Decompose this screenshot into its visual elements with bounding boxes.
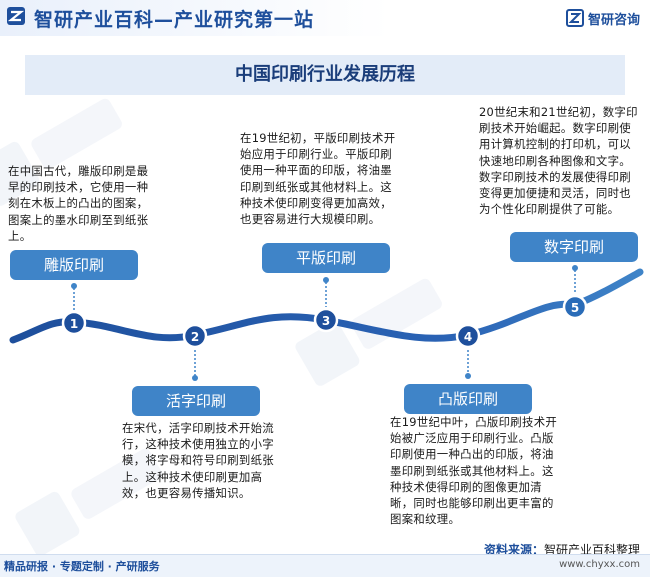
stage-label-1: 雕版印刷 (10, 250, 138, 280)
brand-icon (565, 9, 584, 27)
stage-description-3: 在19世纪初，平版印刷技术开始应用于印刷行业。平版印刷使用一种平面的印版，将油墨… (240, 131, 396, 227)
footer-services: 精品研报 · 专题定制 · 产研服务 (4, 560, 160, 573)
diagram-title: 中国印刷行业发展历程 (235, 64, 415, 85)
stage-description-5: 20世纪末和21世纪初，数字印刷技术开始崛起。数字印刷使用计算机控制的打印机，可… (479, 105, 638, 217)
stage-node-4: 4 (455, 323, 481, 349)
connector-5 (572, 265, 578, 293)
stage-number: 2 (191, 330, 199, 344)
footer-bar: 精品研报 · 专题定制 · 产研服务 www.chyxx.com (0, 554, 650, 577)
stage-node-5: 5 (562, 294, 588, 320)
logo-icon (7, 7, 25, 25)
stage-description-1: 在中国古代，雕版印刷是最早的印刷技术，它使用一种刻在木板上的凸出的图案，图案上的… (8, 164, 149, 243)
connector-4 (465, 350, 471, 379)
site-title: 智研产业百科—产业研究第一站 (34, 9, 315, 31)
connector-2 (192, 350, 198, 381)
stage-description-4: 在19世纪中叶，凸版印刷技术开始被广泛应用于印刷行业。凸版印刷使用一种凸出的印版… (390, 415, 558, 527)
connector-3 (323, 277, 329, 307)
stage-number: 4 (464, 330, 472, 344)
source-note: 资料来源：智研产业百科整理 (484, 541, 640, 558)
stage-number: 5 (571, 301, 579, 315)
stage-description-2: 在宋代，活字印刷技术开始流行，这种技术使用独立的小字模，将字母和符号印刷到纸张上… (122, 421, 274, 500)
stage-number: 3 (322, 314, 330, 328)
stage-label-3: 平版印刷 (262, 243, 390, 273)
brand-logo: 智研咨询 (565, 8, 640, 28)
connector-1 (71, 283, 77, 310)
header-bar: 智研产业百科—产业研究第一站 智研咨询 (0, 0, 650, 36)
brand-name: 智研咨询 (587, 12, 640, 28)
stage-number: 1 (70, 317, 78, 331)
footer-website-link[interactable]: www.chyxx.com (559, 559, 640, 570)
stage-label-5: 数字印刷 (510, 232, 638, 262)
source-value: 智研产业百科整理 (543, 543, 640, 557)
stage-node-1: 1 (61, 310, 87, 336)
source-label: 资料来源： (483, 543, 544, 557)
stage-label-4: 凸版印刷 (404, 384, 532, 414)
stage-label-2: 活字印刷 (132, 386, 260, 416)
stage-node-3: 3 (313, 307, 339, 333)
stage-node-2: 2 (182, 323, 208, 349)
title-bar: 中国印刷行业发展历程 (25, 55, 625, 95)
